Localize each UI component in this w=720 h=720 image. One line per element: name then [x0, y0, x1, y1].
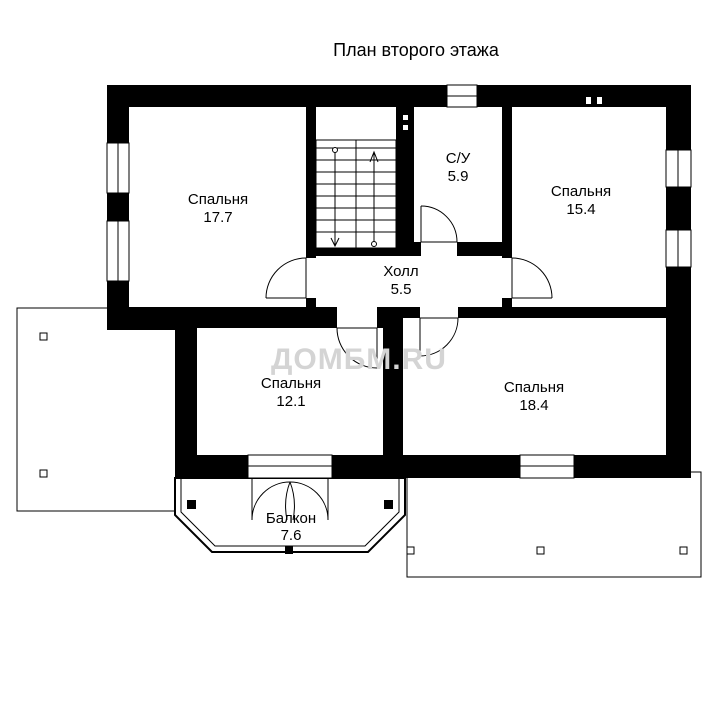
room-label-bedroom-17-7: Спальня 17.7 — [188, 191, 248, 226]
left-roof-outline — [16, 307, 178, 512]
room-label-bedroom-15-4: Спальня 15.4 — [551, 183, 611, 218]
room-area: 17.7 — [203, 209, 232, 226]
walls — [107, 85, 691, 478]
room-name: Балкон — [266, 510, 316, 527]
room-name: Спальня — [188, 191, 248, 208]
room-name: Спальня — [504, 379, 564, 396]
balcony-posts — [187, 500, 393, 554]
plan-title: План второго этажа — [333, 40, 500, 60]
room-area: 15.4 — [566, 201, 595, 218]
room-area: 18.4 — [519, 397, 548, 414]
doors — [251, 205, 553, 521]
room-area: 5.9 — [448, 168, 469, 185]
room-label-balcony: Балкон 7.6 — [266, 510, 316, 544]
room-name: Холл — [383, 263, 418, 280]
room-area: 7.6 — [281, 527, 302, 544]
windows — [106, 84, 692, 479]
room-area: 12.1 — [276, 393, 305, 410]
vent-marks — [300, 95, 609, 130]
room-name: Спальня — [551, 183, 611, 200]
room-label-bedroom-18-4: Спальня 18.4 — [504, 379, 564, 414]
staircase — [315, 139, 397, 249]
right-roof-outline — [406, 471, 702, 578]
room-label-bedroom-12-1: Спальня 12.1 — [261, 375, 321, 410]
room-label-bathroom: С/У 5.9 — [446, 150, 471, 185]
room-label-hall: Холл 5.5 — [383, 263, 418, 298]
watermark: ДОМБМ.RU — [271, 343, 447, 376]
roof-markers — [39, 332, 688, 555]
room-name: Спальня — [261, 375, 321, 392]
room-name: С/У — [446, 150, 471, 167]
room-area: 5.5 — [391, 281, 412, 298]
